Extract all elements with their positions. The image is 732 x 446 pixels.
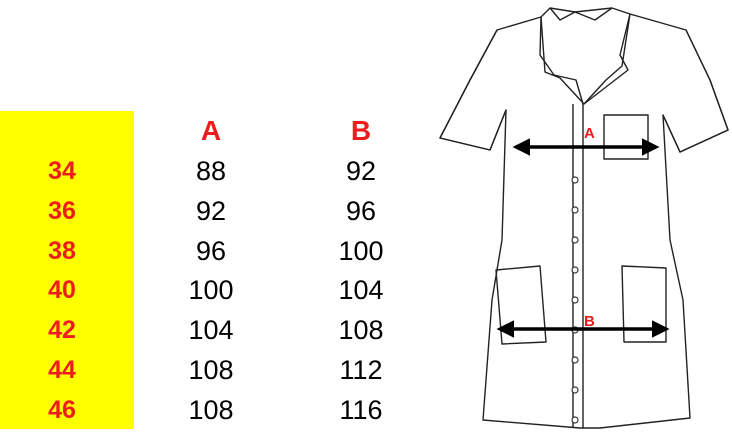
- left-pocket: [495, 265, 547, 345]
- size-cell: 36: [48, 197, 76, 225]
- value-a: 108: [188, 395, 234, 425]
- chest-pocket: [603, 114, 649, 160]
- value-b: 112: [339, 355, 383, 385]
- size-cell: 42: [48, 316, 76, 344]
- size-column: 34 36 38 40 42 44 46: [0, 111, 134, 429]
- size-cell: 46: [48, 396, 76, 424]
- right-lapel: [583, 13, 631, 105]
- placket: [572, 104, 584, 428]
- column-header-b: B: [350, 115, 372, 146]
- size-cell: 38: [48, 237, 76, 265]
- right-sleeve: [662, 29, 729, 153]
- size-cell: 44: [48, 356, 76, 384]
- value-b: 108: [338, 315, 384, 345]
- right-pocket: [621, 265, 667, 343]
- size-cell: 40: [48, 276, 76, 304]
- value-b: 96: [345, 196, 377, 226]
- value-a: 88: [195, 156, 227, 186]
- value-a: 100: [188, 275, 234, 305]
- value-b: 92: [345, 156, 377, 186]
- value-b: 104: [338, 275, 384, 305]
- value-b: 100: [338, 236, 384, 266]
- measure-label-a: A: [584, 125, 595, 142]
- collar: [540, 7, 631, 105]
- coat-outline: [439, 13, 729, 429]
- column-header-a: A: [200, 115, 222, 146]
- left-sleeve: [439, 29, 507, 151]
- value-a: 96: [195, 236, 227, 266]
- measure-label-b: B: [584, 313, 595, 330]
- value-a: 108: [188, 355, 234, 385]
- size-cell: 34: [48, 157, 76, 185]
- value-a: 104: [188, 315, 234, 345]
- left-lapel: [539, 16, 584, 105]
- value-a: 92: [195, 196, 227, 226]
- value-b: 116: [339, 395, 383, 425]
